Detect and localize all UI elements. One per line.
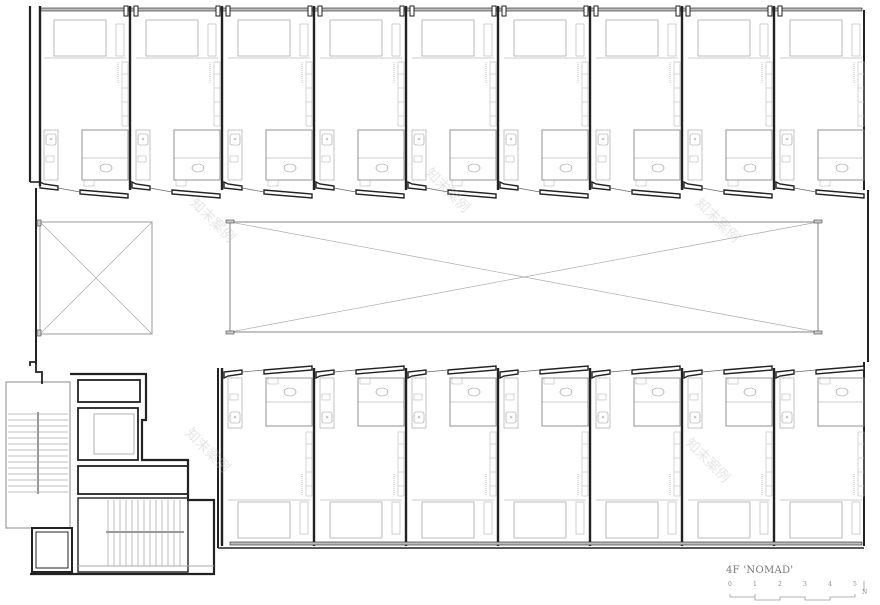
scale-bar: 0 1 2 3 4 5 N: [726, 581, 876, 601]
core: [5, 361, 216, 576]
left-void: [36, 219, 153, 337]
scale-bar-graphic: [729, 581, 865, 601]
scale-tick: 3: [803, 581, 807, 588]
north-arrow-label: N: [862, 589, 868, 596]
bottom-row-rooms: [223, 365, 865, 539]
scale-tick: 5: [853, 581, 857, 588]
drawing-legend: 4F 'NOMAD' 0 1 2 3 4 5 N: [726, 565, 876, 601]
scale-tick: 4: [828, 581, 832, 588]
scale-tick: 2: [778, 581, 782, 588]
drawing-title: 4F 'NOMAD': [726, 565, 794, 576]
scale-tick: 1: [753, 581, 757, 588]
top-row-rooms: [39, 19, 865, 199]
scale-tick: 0: [728, 581, 732, 588]
central-void: [225, 219, 823, 335]
